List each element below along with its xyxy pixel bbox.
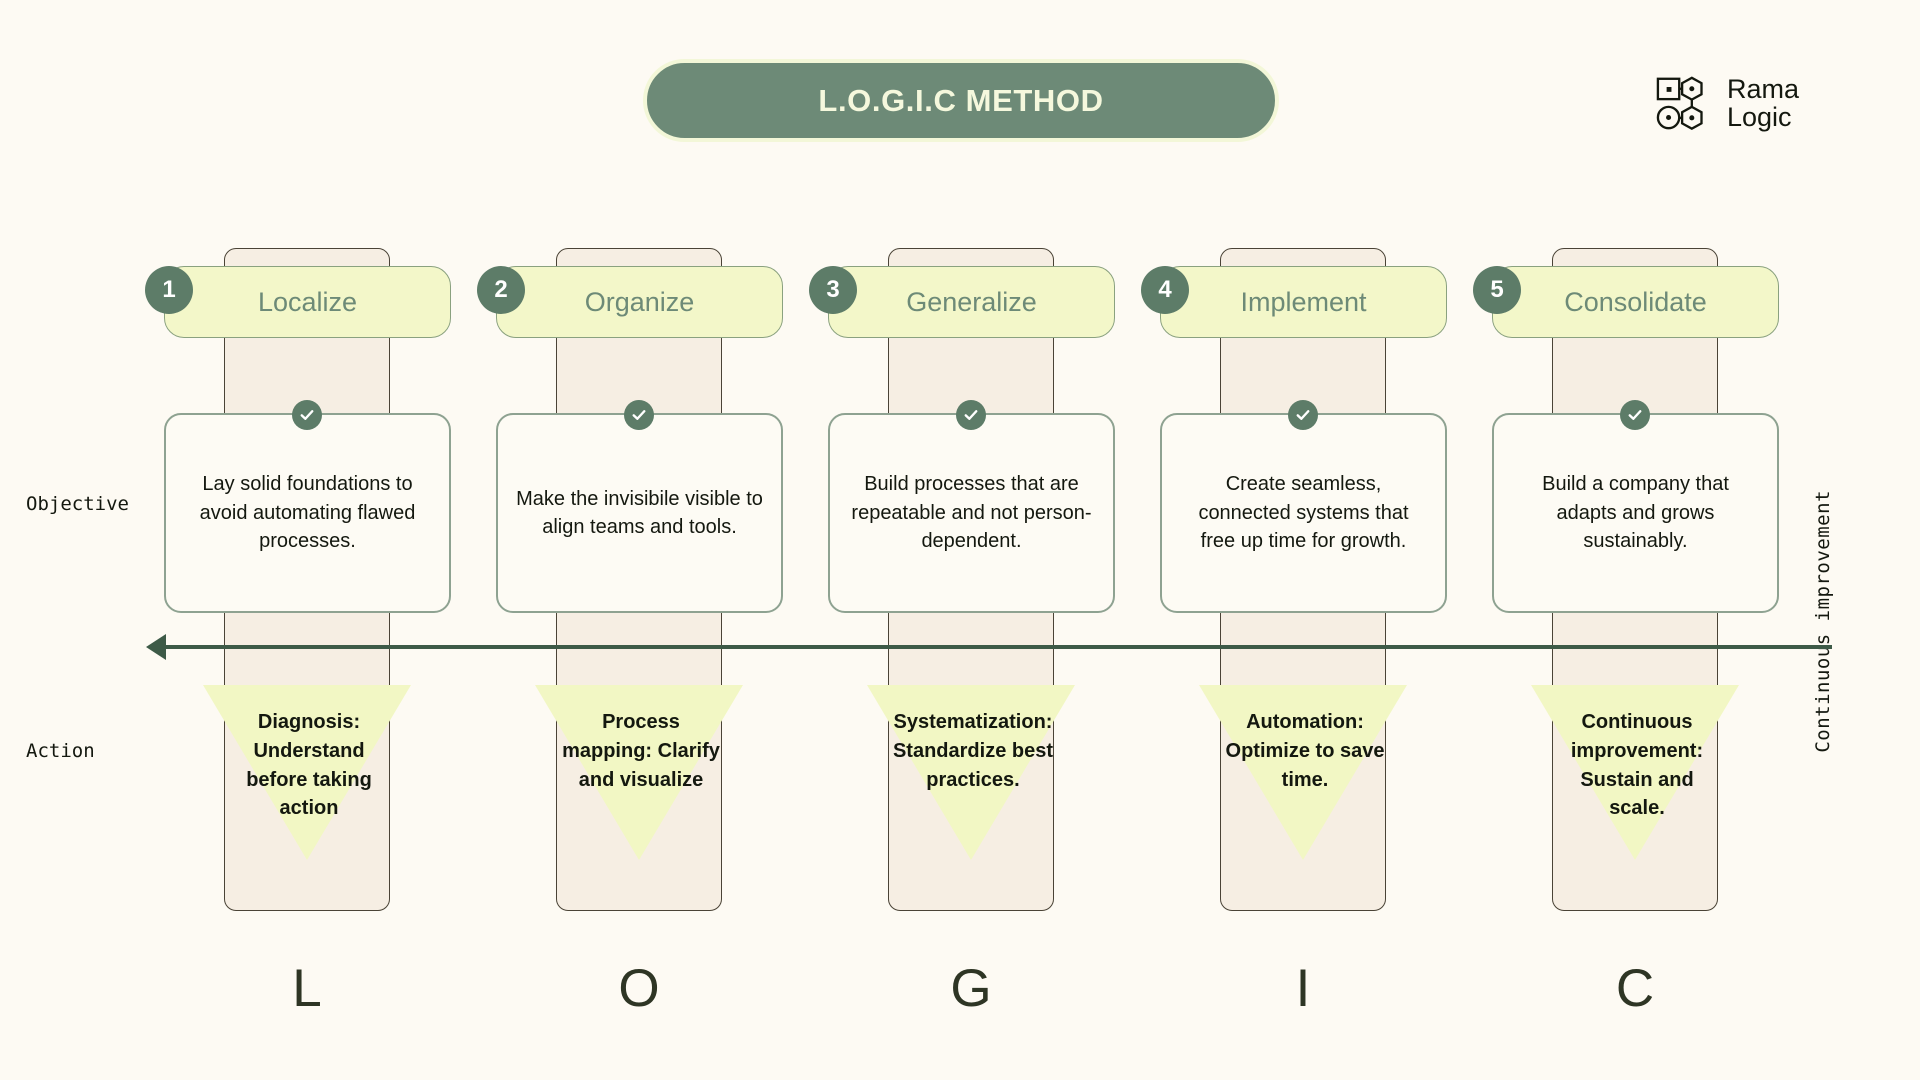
action-text-block: Automation: Optimize to save time. [1220, 708, 1390, 794]
objective-text: Create seamless, connected systems that … [1198, 473, 1409, 553]
acronym-letter: L [292, 959, 322, 1018]
action-text: Systematization: Standardize best practi… [892, 711, 1054, 791]
action-triangle [1199, 685, 1407, 860]
step-name-label: Implement [1240, 286, 1367, 317]
acronym-letter: C [1615, 959, 1655, 1018]
page-title: L.O.G.I.C METHOD [643, 59, 1279, 142]
step-header-organize[interactable]: Organize [496, 266, 783, 338]
step-header-consolidate[interactable]: Consolidate [1492, 266, 1779, 338]
step-number-label: 5 [1490, 276, 1504, 303]
objective-card: Build processes that are repeatable and … [828, 413, 1115, 613]
step-number-badge: 5 [1473, 266, 1521, 314]
acronym-letter: O [618, 959, 660, 1018]
objective-card: Build a company that adapts and grows su… [1492, 413, 1779, 613]
row-label-objective: Objective [26, 493, 129, 515]
step-number-label: 3 [826, 276, 840, 303]
step-number-badge: 4 [1141, 266, 1189, 314]
step-name-label: Organize [584, 286, 695, 317]
objective-card: Make the invisibile visible to align tea… [496, 413, 783, 613]
step-header-generalize[interactable]: Generalize [828, 266, 1115, 338]
row-label-action: Action [26, 740, 95, 762]
step-number-label: 2 [494, 276, 508, 303]
objective-text: Lay solid foundations to avoid automatin… [199, 473, 416, 553]
node-graph-icon [1655, 72, 1717, 134]
step-name-label: Localize [257, 286, 358, 317]
step-name-label: Generalize [906, 286, 1037, 317]
step-name-label: Consolidate [1564, 286, 1707, 317]
check-circle-icon [624, 400, 654, 430]
brand-logo: Rama Logic [1655, 72, 1799, 134]
objective-text: Build a company that adapts and grows su… [1542, 473, 1729, 553]
check-circle-icon [956, 400, 986, 430]
step-number-label: 1 [162, 276, 176, 303]
step-number-badge: 2 [477, 266, 525, 314]
objective-text: Build processes that are repeatable and … [851, 473, 1092, 553]
check-circle-icon [1288, 400, 1318, 430]
process-arrow-line [160, 645, 1832, 649]
action-text-block: Diagnosis: Understand before taking acti… [224, 708, 394, 823]
logo-line-2: Logic [1727, 102, 1792, 132]
action-triangle [203, 685, 411, 860]
action-triangle [867, 685, 1075, 860]
action-triangle [535, 685, 743, 860]
continuous-improvement-label: Continuous improvement [1812, 490, 1834, 753]
objective-text: Make the invisibile visible to align tea… [516, 487, 763, 538]
step-number-badge: 3 [809, 266, 857, 314]
action-text: Automation: Optimize to save time. [1225, 711, 1385, 791]
step-header-localize[interactable]: Localize [164, 266, 451, 338]
check-circle-icon [292, 400, 322, 430]
logo-line-1: Rama [1727, 73, 1800, 104]
acronym-letter: I [1295, 959, 1311, 1018]
step-header-implement[interactable]: Implement [1160, 266, 1447, 338]
action-text-block: Continuous improvement: Sustain and scal… [1552, 708, 1722, 823]
objective-card: Lay solid foundations to avoid automatin… [164, 413, 451, 613]
action-text: Continuous improvement: Sustain and scal… [1570, 711, 1704, 820]
action-text-block: Process mapping: Clarify and visualize [556, 708, 726, 794]
action-text: Process mapping: Clarify and visualize [562, 711, 720, 791]
action-text-block: Systematization: Standardize best practi… [888, 708, 1058, 794]
acronym-letter: G [950, 959, 992, 1018]
action-triangle [1531, 685, 1739, 860]
step-number-label: 4 [1158, 276, 1172, 303]
action-text: Diagnosis: Understand before taking acti… [246, 711, 372, 820]
process-arrow-head [146, 634, 166, 660]
check-circle-icon [1620, 400, 1650, 430]
step-number-badge: 1 [145, 266, 193, 314]
objective-card: Create seamless, connected systems that … [1160, 413, 1447, 613]
